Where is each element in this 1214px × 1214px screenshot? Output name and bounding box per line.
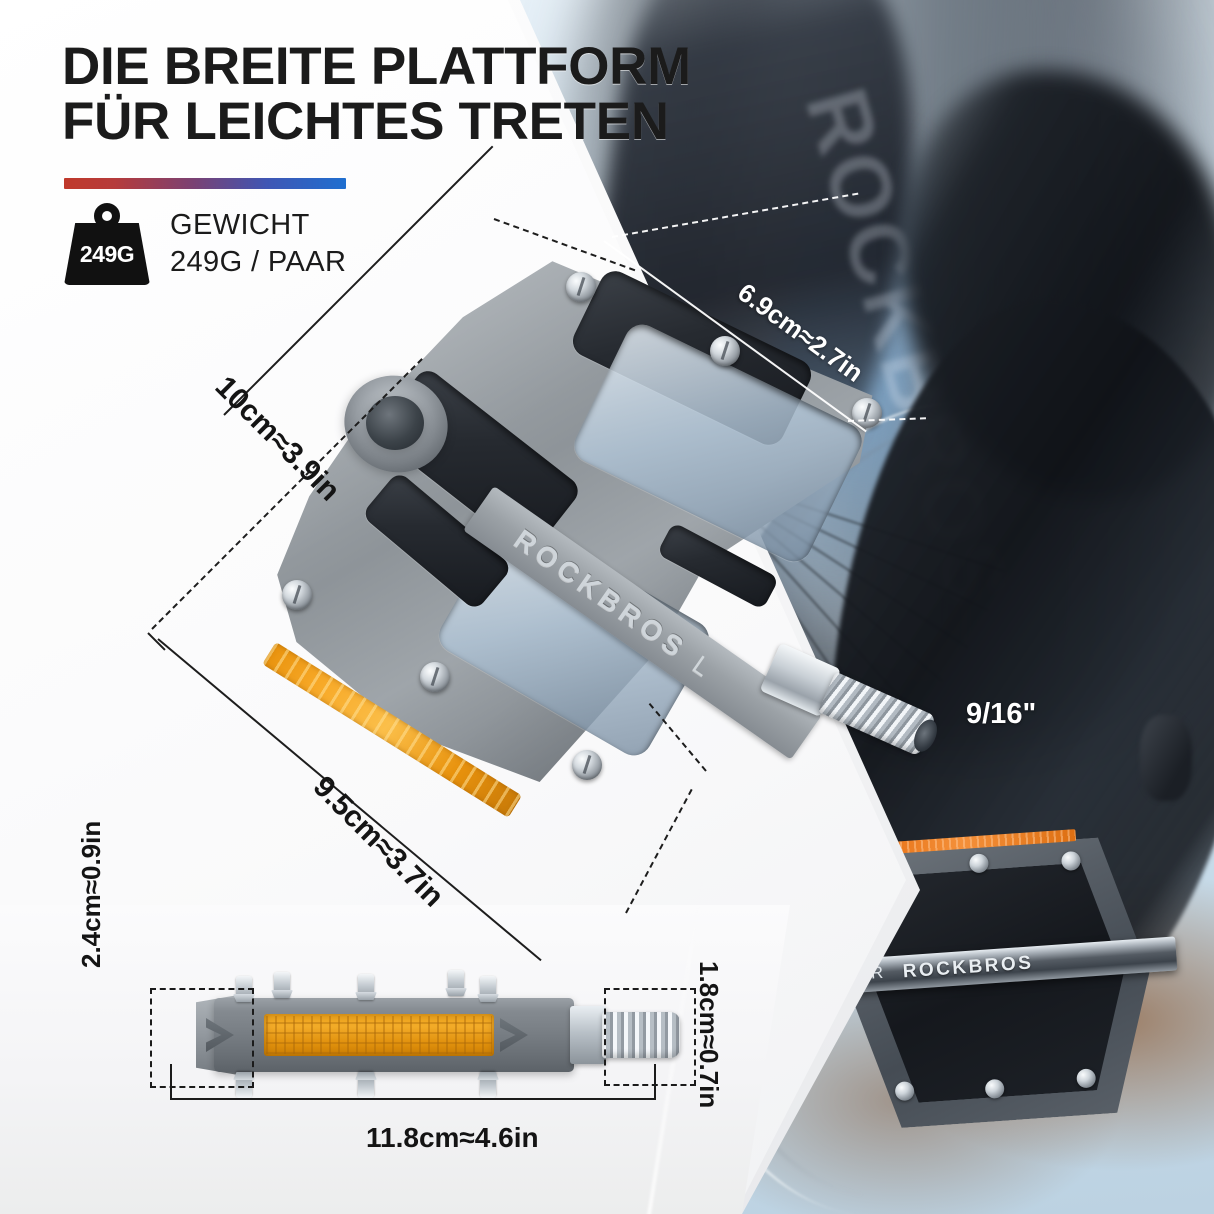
bracket-length-right (654, 1064, 656, 1100)
weight-badge: 249G GEWICHT 249G / PAAR (64, 203, 346, 285)
bracket-length-horizontal (170, 1098, 656, 1100)
weight-label: GEWICHT 249G / PAAR (170, 207, 346, 281)
side-spindle-nut (570, 1006, 606, 1064)
bracket-thickness-bottom (604, 1084, 696, 1086)
weight-badge-value: 249G (79, 241, 135, 267)
bracket-length-left (170, 1064, 172, 1100)
pedal-pin (852, 398, 882, 428)
side-view-pedal (188, 970, 680, 1098)
headline: DIE BREITE PLATTFORM FÜR LEICHTES TRETEN (62, 37, 822, 151)
pedal-pin (420, 662, 450, 692)
dimension-side-height: 2.4cm≈0.9in (76, 820, 106, 968)
pedal-pin (358, 974, 374, 1000)
side-spindle-thread (602, 1012, 680, 1058)
left-side-mark: L (687, 649, 717, 683)
pedal-pin (480, 1072, 496, 1098)
bracket-height-bottom (150, 1086, 254, 1088)
pedal-pin (566, 272, 596, 302)
pedal-axle-hole (366, 396, 424, 450)
pedal-pin (710, 336, 740, 366)
dimension-body-thickness: 1.8cm≈0.7in (694, 961, 724, 1109)
bracket-height-top (150, 988, 254, 990)
pedal-pin (274, 972, 290, 998)
left-pedal-product-shot: ROCKBROS L (258, 250, 898, 818)
pedal-pin (358, 1072, 374, 1098)
pedal-pin (448, 970, 464, 996)
headline-line-2: FÜR LEICHTES TRETEN (62, 91, 669, 151)
bracket-thickness-inner (604, 988, 606, 1086)
bracket-height-vertical (150, 988, 152, 1088)
pedal-pin (572, 750, 602, 780)
dimension-thread-size: 9/16" (966, 698, 1037, 730)
pedal-pin (236, 1072, 252, 1098)
weight-icon-body (64, 223, 150, 285)
pedal-pin (480, 976, 496, 1002)
headline-line-1: DIE BREITE PLATTFORM (62, 37, 691, 96)
pedal-pin (282, 580, 312, 610)
bracket-thickness-top (604, 988, 696, 990)
accent-rule (64, 178, 346, 189)
weight-label-line-2: 249G / PAAR (170, 246, 347, 278)
dimension-total-length: 11.8cm≈4.6in (366, 1122, 539, 1153)
weight-label-line-1: GEWICHT (170, 208, 310, 241)
weight-icon: 249G (64, 203, 150, 285)
bracket-height-inner (252, 988, 254, 1088)
brand-label-right: ROCKBROS (902, 952, 1035, 983)
bracket-thickness-vertical (694, 988, 696, 1086)
blurred-shoe-dial (1140, 715, 1192, 801)
side-pedal-reflector (264, 1014, 494, 1056)
